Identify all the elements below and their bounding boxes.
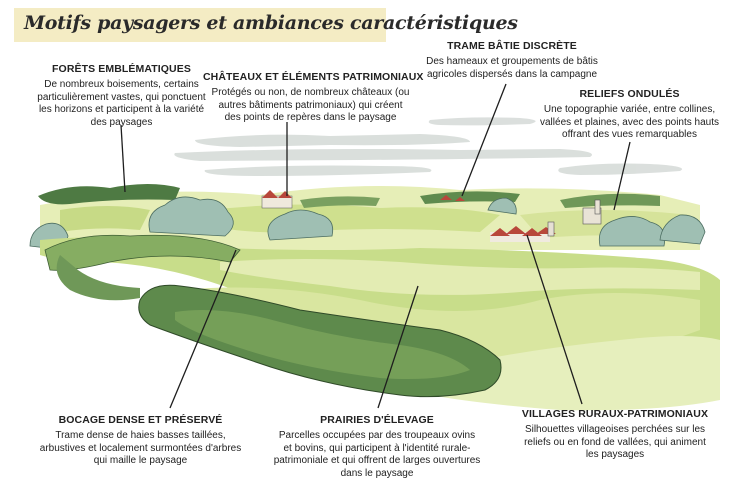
villages-line: les paysages <box>585 449 645 460</box>
bocage-line: arbustives et localement surmontées d'ar… <box>39 442 242 454</box>
forets-line: particulièrement vastes, qui ponctuent <box>37 91 206 103</box>
tree-clumps <box>29 196 706 251</box>
reliefs-line: vallées et plaines, avec des points haut… <box>540 116 719 128</box>
trame-line: agricoles dispersés dans la campagne <box>426 68 598 80</box>
chateaux-heading: CHÂTEAUX ET ÉLÉMENTS PATRIMONIAUX <box>203 71 424 83</box>
label-prairies: PRAIRIES D'ÉLEVAGE Parcelles occupées pa… <box>262 414 492 480</box>
forets-description: De nombreux boisements, certains particu… <box>14 79 229 129</box>
villages-line: Silhouettes villageoises perchées sur le… <box>524 424 706 435</box>
label-forets: FORÊTS EMBLÉMATIQUES De nombreux boiseme… <box>14 63 229 129</box>
reliefs-line: offrant des vues remarquables <box>562 129 697 140</box>
prairies-line: dans le paysage <box>340 467 414 479</box>
label-chateaux: CHÂTEAUX ET ÉLÉMENTS PATRIMONIAUX Protég… <box>203 71 424 125</box>
label-reliefs: RELIEFS ONDULÉS Une topographie variée, … <box>527 88 732 142</box>
trame-line: Des hameaux et groupements de bâtis <box>426 56 598 67</box>
prairies-line: patrimoniale et qui offrent de larges ou… <box>273 455 481 466</box>
village-roofs <box>261 190 602 242</box>
title-band <box>14 8 386 42</box>
forets-line: les horizons et participent à la variété <box>38 104 205 115</box>
chateaux-description: Protégés ou non, de nombreux châteaux (o… <box>203 87 418 125</box>
forets-line: des paysages <box>90 116 153 128</box>
sky-clouds <box>174 117 682 176</box>
prairies-description: Parcelles occupées par des troupeaux ovi… <box>262 430 492 480</box>
label-bocage: BOCAGE DENSE ET PRÉSERVÉ Trame dense de … <box>28 414 253 468</box>
prairies-heading: PRAIRIES D'ÉLEVAGE <box>320 414 434 426</box>
page-title: Motifs paysagers et ambiances caractéris… <box>24 12 518 34</box>
prairies-line: et bovins, qui participent à l'identité … <box>283 442 471 454</box>
chateaux-line: Protégés ou non, de nombreux châteaux (o… <box>211 87 410 98</box>
bocage-description: Trame dense de haies basses taillées, ar… <box>28 430 253 468</box>
label-trame: TRAME BÂTIE DISCRÈTE Des hameaux et grou… <box>412 40 612 81</box>
trame-description: Des hameaux et groupements de bâtis agri… <box>412 56 612 81</box>
villages-line: reliefs ou en fond de vallées, qui anime… <box>524 436 706 448</box>
villages-heading: VILLAGES RURAUX-PATRIMONIAUX <box>521 408 709 420</box>
bocage-line: qui maille le paysage <box>93 455 188 466</box>
forets-heading: FORÊTS EMBLÉMATIQUES <box>52 63 191 75</box>
label-villages: VILLAGES RURAUX-PATRIMONIAUX Silhouettes… <box>505 408 725 462</box>
prairies-line: Parcelles occupées par des troupeaux ovi… <box>278 430 476 441</box>
reliefs-line: Une topographie variée, entre collines, <box>543 104 716 115</box>
trame-heading: TRAME BÂTIE DISCRÈTE <box>447 40 577 52</box>
reliefs-heading: RELIEFS ONDULÉS <box>579 88 680 100</box>
bocage-heading: BOCAGE DENSE ET PRÉSERVÉ <box>58 414 223 426</box>
bocage-line: Trame dense de haies basses taillées, <box>55 430 226 441</box>
forets-line: De nombreux boisements, certains <box>44 79 199 90</box>
leader-lines <box>120 83 631 409</box>
chateaux-line: autres bâtiments patrimoniaux) qui créen… <box>218 99 403 111</box>
villages-description: Silhouettes villageoises perchées sur le… <box>505 424 725 462</box>
bocage-hedges <box>44 234 502 398</box>
chateaux-line: des points de repères dans le paysage <box>224 112 397 123</box>
reliefs-description: Une topographie variée, entre collines, … <box>527 104 732 142</box>
